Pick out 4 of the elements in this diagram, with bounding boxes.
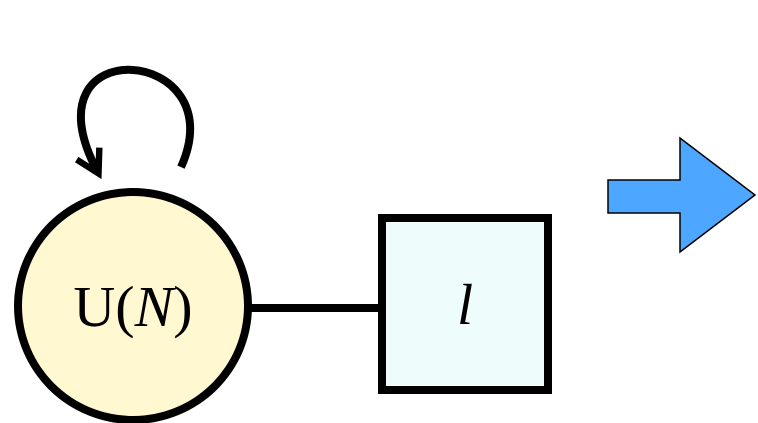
square-node [378,214,552,394]
self-loop-arrow [74,66,194,177]
node-label: l [456,270,474,338]
node-label: U(N) [73,272,193,340]
